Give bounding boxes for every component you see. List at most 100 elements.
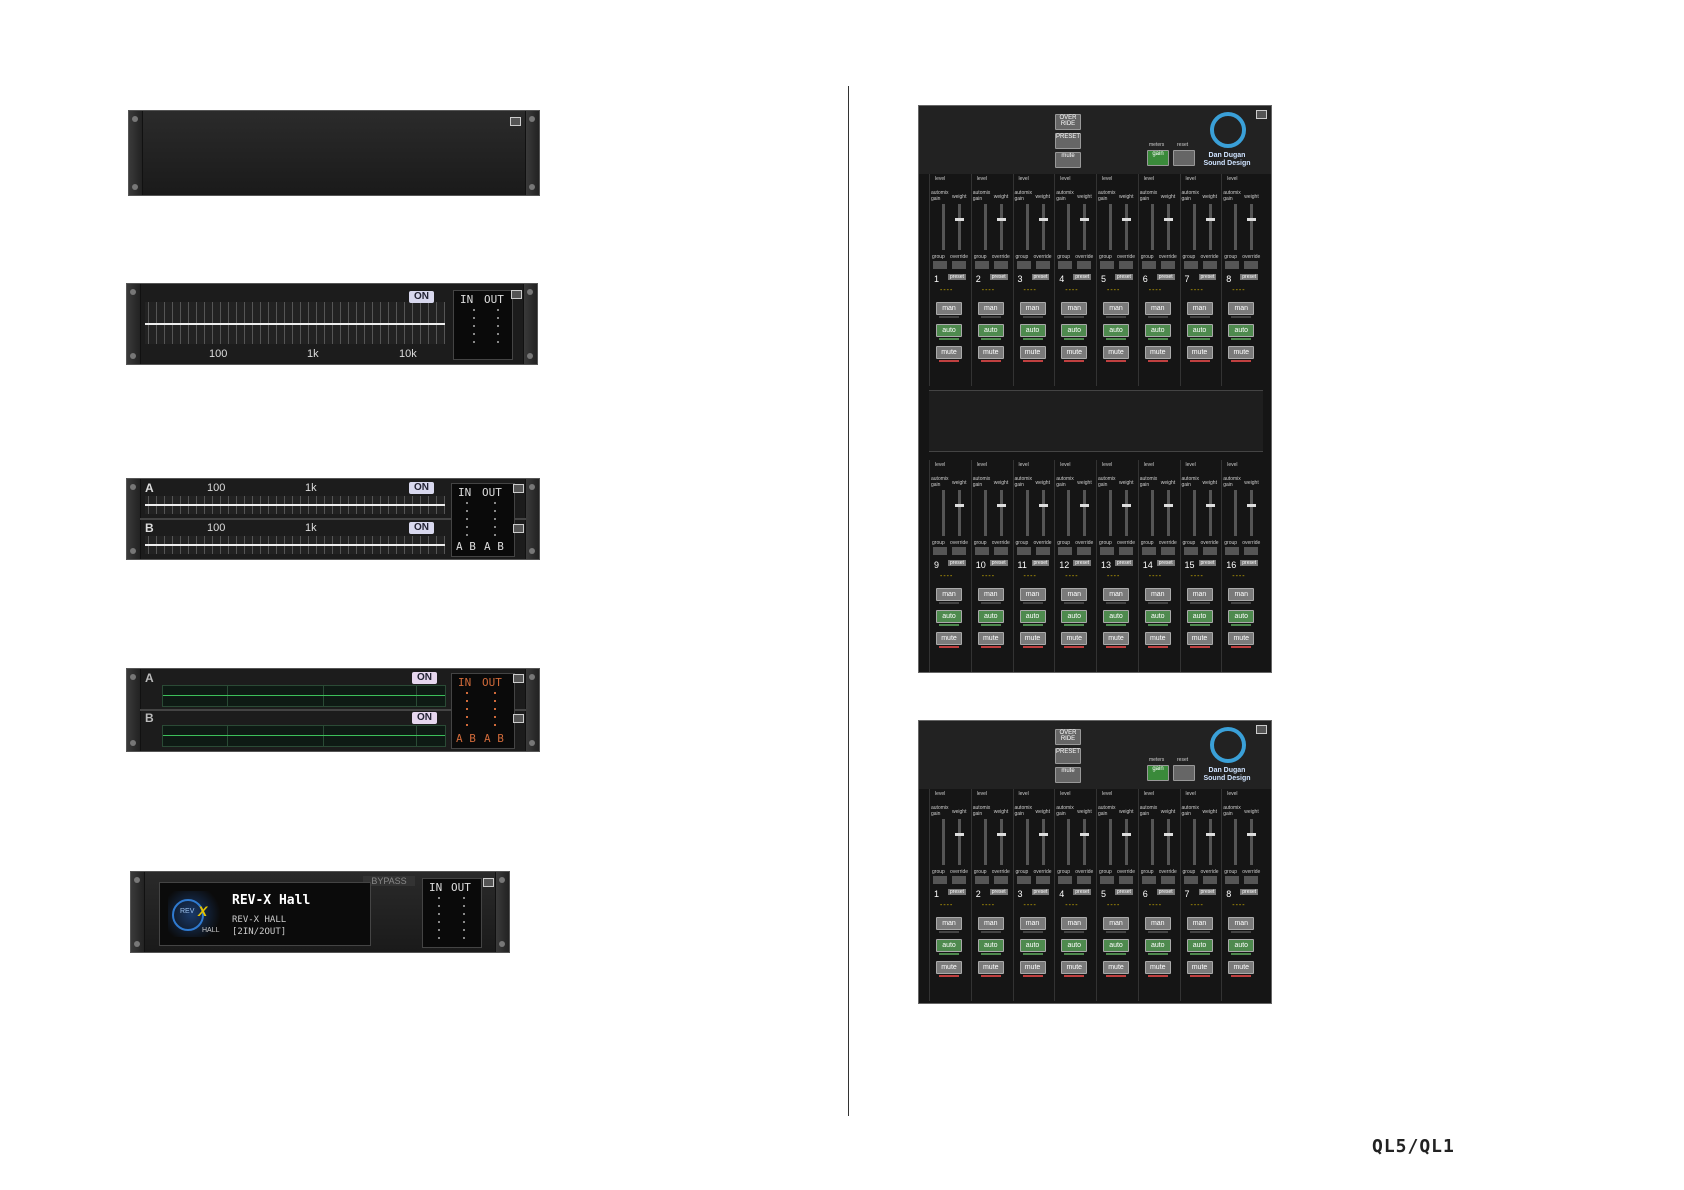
group-button[interactable] [933, 876, 947, 884]
weight-fader[interactable] [1250, 819, 1254, 865]
weight-fader-knob[interactable] [1080, 218, 1090, 221]
group-button[interactable] [1100, 547, 1114, 555]
mute-button[interactable]: mute [1228, 632, 1255, 645]
auto-button[interactable]: auto [1186, 324, 1213, 337]
weight-fader-knob[interactable] [1122, 504, 1131, 507]
on-button[interactable]: ON [409, 291, 434, 303]
man-button[interactable]: man [936, 588, 962, 601]
override-channel-button[interactable] [1202, 876, 1217, 884]
weight-fader-knob[interactable] [955, 833, 964, 836]
man-button[interactable]: man [936, 917, 962, 930]
weight-fader-knob[interactable] [1038, 833, 1048, 836]
auto-button[interactable]: auto [1228, 939, 1255, 952]
group-button[interactable] [1058, 876, 1073, 884]
man-button[interactable]: man [1103, 302, 1129, 315]
weight-fader[interactable] [1208, 204, 1212, 250]
group-button[interactable] [1016, 261, 1031, 269]
auto-button[interactable]: auto [977, 939, 1004, 952]
mute-button[interactable]: mute [1019, 346, 1046, 359]
man-button[interactable]: man [1103, 588, 1129, 601]
man-button[interactable]: man [1061, 302, 1088, 315]
override-channel-button[interactable] [952, 876, 966, 884]
man-button[interactable]: man [1061, 588, 1088, 601]
override-channel-button[interactable] [1119, 547, 1133, 555]
weight-fader[interactable] [958, 490, 961, 536]
group-button[interactable] [1183, 876, 1198, 884]
mute-button[interactable]: mute [1019, 961, 1046, 974]
mute-button[interactable]: mute [1061, 961, 1088, 974]
auto-button[interactable]: auto [1186, 939, 1213, 952]
auto-button[interactable]: auto [1019, 610, 1046, 623]
mute-button[interactable]: mute [936, 961, 962, 974]
man-button[interactable]: man [1144, 588, 1171, 601]
auto-button[interactable]: auto [1103, 324, 1129, 337]
weight-fader[interactable] [1208, 819, 1212, 865]
mute-button[interactable]: mute [936, 346, 962, 359]
override-channel-button[interactable] [952, 261, 966, 269]
override-channel-button[interactable] [1244, 876, 1259, 884]
override-channel-button[interactable] [1244, 261, 1259, 269]
mute-button[interactable]: mute [1144, 961, 1171, 974]
auto-button[interactable]: auto [1019, 324, 1046, 337]
group-button[interactable] [1016, 876, 1031, 884]
weight-fader[interactable] [1208, 490, 1212, 536]
weight-fader[interactable] [1125, 819, 1128, 865]
man-button[interactable]: man [1186, 588, 1213, 601]
mute-button[interactable]: mute [977, 632, 1004, 645]
weight-fader[interactable] [958, 819, 961, 865]
man-button[interactable]: man [1144, 917, 1171, 930]
man-button[interactable]: man [936, 302, 962, 315]
man-button[interactable]: man [1103, 917, 1129, 930]
override-channel-button[interactable] [1119, 261, 1133, 269]
weight-fader-knob[interactable] [1247, 504, 1257, 507]
auto-button[interactable]: auto [1228, 610, 1255, 623]
weight-fader-knob[interactable] [955, 218, 964, 221]
on-button-b[interactable]: ON [412, 712, 437, 724]
man-button[interactable]: man [1019, 302, 1046, 315]
weight-fader-knob[interactable] [996, 504, 1006, 507]
weight-fader[interactable] [1250, 490, 1254, 536]
group-button[interactable] [1225, 547, 1240, 555]
edit-window-icon-a[interactable] [513, 674, 524, 683]
group-button[interactable] [1058, 261, 1073, 269]
auto-button[interactable]: auto [936, 939, 962, 952]
mute-button[interactable]: mute [1186, 632, 1213, 645]
weight-fader-knob[interactable] [996, 218, 1006, 221]
auto-button[interactable]: auto [1103, 939, 1129, 952]
auto-button[interactable]: auto [977, 610, 1004, 623]
edit-window-icon[interactable] [511, 290, 522, 299]
on-button-b[interactable]: ON [409, 522, 434, 534]
man-button[interactable]: man [1144, 302, 1171, 315]
mute-button[interactable]: mute [1144, 632, 1171, 645]
weight-fader-knob[interactable] [1122, 833, 1131, 836]
weight-fader[interactable] [1166, 490, 1170, 536]
group-button[interactable] [974, 547, 989, 555]
edit-window-icon[interactable] [1256, 110, 1267, 119]
mute-button[interactable]: mute [1103, 346, 1129, 359]
auto-button[interactable]: auto [1061, 939, 1088, 952]
weight-fader-knob[interactable] [996, 833, 1006, 836]
group-button[interactable] [933, 261, 947, 269]
edit-window-icon-a[interactable] [513, 484, 524, 493]
mute-button[interactable]: mute [1186, 961, 1213, 974]
group-button[interactable] [1058, 547, 1073, 555]
eq-graph-b[interactable] [162, 725, 446, 747]
weight-fader-knob[interactable] [1205, 833, 1215, 836]
weight-fader[interactable] [1125, 204, 1128, 250]
auto-button[interactable]: auto [1228, 324, 1255, 337]
preset-button[interactable]: PRESET [1055, 748, 1081, 764]
man-button[interactable]: man [1019, 917, 1046, 930]
mute-button[interactable]: mute [1103, 961, 1129, 974]
weight-fader-knob[interactable] [1038, 504, 1048, 507]
weight-fader[interactable] [1083, 490, 1087, 536]
override-channel-button[interactable] [993, 261, 1008, 269]
weight-fader-knob[interactable] [1080, 504, 1090, 507]
weight-fader[interactable] [1041, 204, 1045, 250]
override-channel-button[interactable] [952, 547, 966, 555]
mute-button[interactable]: mute [977, 961, 1004, 974]
override-channel-button[interactable] [1119, 876, 1133, 884]
weight-fader-knob[interactable] [1080, 833, 1090, 836]
mute-button[interactable]: mute [936, 632, 962, 645]
weight-fader[interactable] [1250, 204, 1254, 250]
override-button[interactable]: OVER RIDE [1055, 729, 1081, 745]
